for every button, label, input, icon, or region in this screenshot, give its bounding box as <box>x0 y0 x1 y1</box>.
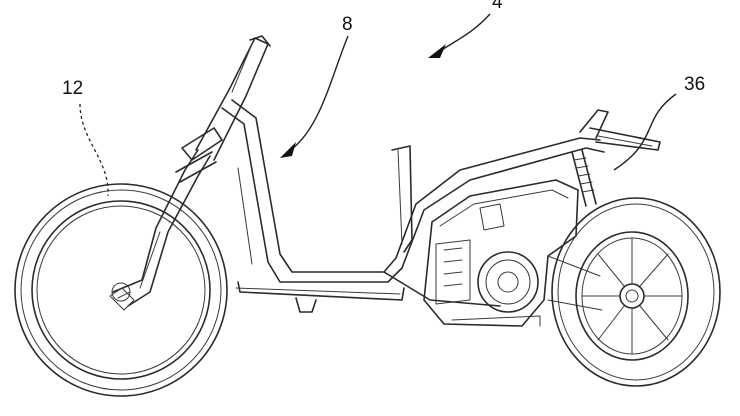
arrowhead-8 <box>280 142 296 158</box>
label-frame: 8 <box>342 14 353 35</box>
label-rear-suspension: 36 <box>684 74 705 95</box>
leader-36 <box>613 93 677 171</box>
label-vehicle: 4 <box>492 0 503 13</box>
leader-8 <box>287 35 349 153</box>
engine-block <box>423 179 603 327</box>
leader-12 <box>79 103 109 197</box>
front-fork <box>109 35 271 311</box>
annotation-leaders <box>79 13 677 197</box>
arrowhead-4 <box>428 44 446 58</box>
rear-shock-absorber <box>571 149 597 207</box>
label-front-wheel: 12 <box>62 78 83 99</box>
front-wheel <box>14 183 228 397</box>
rear-wheel <box>551 197 721 387</box>
frame <box>221 99 661 313</box>
